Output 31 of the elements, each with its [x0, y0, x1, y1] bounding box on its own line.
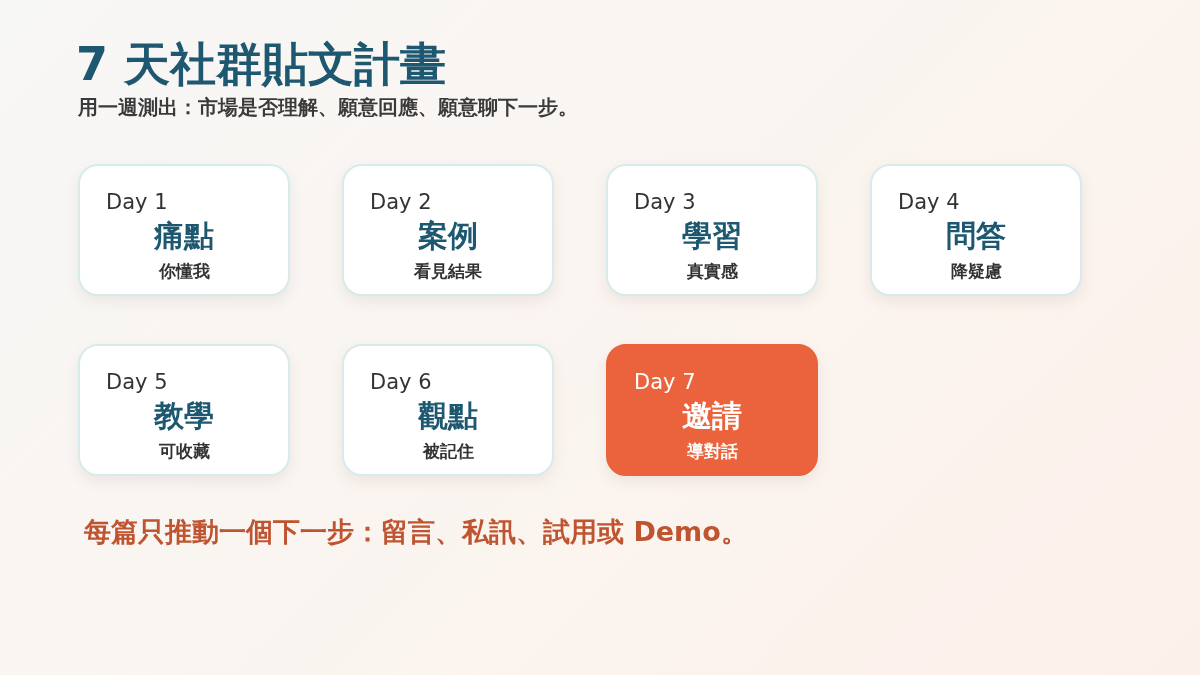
card-title: 邀請	[681, 397, 743, 435]
card-title: 教學	[152, 397, 215, 435]
title: 7 天社群貼文計畫	[76, 36, 447, 93]
day-card	[78, 344, 290, 476]
day-card	[342, 344, 554, 476]
day-card	[342, 164, 554, 296]
highlight-card	[606, 344, 818, 476]
card-subtitle: 真實感	[685, 260, 739, 283]
card-title: 問答	[945, 217, 1007, 255]
card-subtitle: 看見結果	[413, 260, 483, 283]
card-subtitle: 降疑慮	[949, 260, 1003, 283]
day-label: Day 2	[370, 190, 432, 214]
day-label: Day 7	[634, 370, 696, 394]
card-title: 痛點	[152, 217, 215, 255]
card-subtitle: 導對話	[685, 440, 739, 463]
note-text: 每篇只推動一個下一步：留言、私訊、試用或 Demo。	[84, 515, 748, 549]
day-card	[78, 164, 290, 296]
card-subtitle: 被記住	[421, 440, 475, 463]
day-label: Day 4	[898, 190, 960, 214]
card-subtitle: 可收藏	[157, 440, 211, 463]
day-label: Day 1	[106, 190, 168, 214]
day-label: Day 6	[370, 370, 432, 394]
day-label: Day 3	[634, 190, 696, 214]
subtitle: 用一週測出：市場是否理解、願意回應、願意聊下一步。	[78, 94, 578, 121]
day-card	[870, 164, 1082, 296]
card-subtitle: 你懂我	[157, 260, 211, 283]
day-label: Day 5	[106, 370, 168, 394]
day-card	[606, 164, 818, 296]
card-title: 學習	[681, 217, 743, 255]
card-title: 案例	[417, 217, 479, 255]
card-title: 觀點	[417, 397, 479, 435]
